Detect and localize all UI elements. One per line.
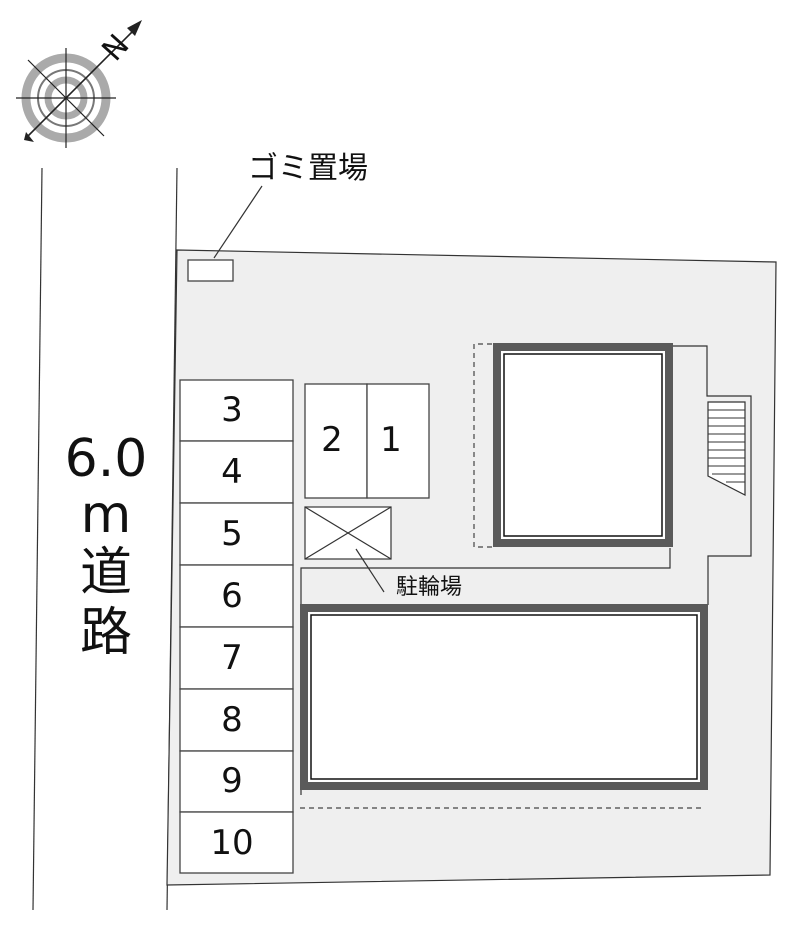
internal-boundary (300, 548, 671, 605)
building-upper (473, 343, 673, 548)
compass-rose-icon (16, 20, 142, 148)
parking-slot-4 (179, 440, 294, 504)
parking-slot-label: 2 (321, 420, 343, 460)
parking-slot-label: 4 (221, 452, 243, 492)
parking-slot-10 (179, 811, 294, 874)
stairs-steps (708, 409, 745, 483)
bicycle-leader-line (355, 548, 385, 593)
parking-slot-label: 7 (221, 638, 243, 678)
building-upper-footprint (493, 343, 673, 547)
parking-slot-2 (304, 383, 368, 499)
parking-slot-1 (366, 383, 430, 499)
building-lower-inner (310, 614, 698, 780)
garbage-area (187, 259, 234, 282)
parking-slot-label: 3 (221, 390, 243, 430)
parking-block-top: 2 1 (304, 383, 430, 499)
road-name-char-1: 道 (80, 543, 132, 603)
parking-slot-label: 10 (210, 823, 253, 863)
garbage-label: ゴミ置場 (248, 151, 368, 186)
parking-slot-label: 8 (221, 700, 243, 740)
parking-slot-8 (179, 688, 294, 752)
building-lower-footprint (300, 604, 708, 790)
stairs-icon (707, 401, 746, 496)
road-edge-left (32, 167, 43, 911)
parking-slot-7 (179, 626, 294, 690)
building-lower (300, 604, 708, 809)
parking-slot-label: 5 (221, 514, 243, 554)
building-upper-dashed-edge (473, 343, 492, 548)
parking-slot-label: 9 (221, 761, 243, 801)
parking-slot-label: 6 (221, 576, 243, 616)
road-unit-label: m (81, 485, 132, 545)
road-label: 6.0 m 道 路 (65, 429, 148, 663)
parking-slot-5 (179, 502, 294, 566)
parking-slot-3 (179, 379, 294, 442)
parking-slot-6 (179, 564, 294, 628)
road-width-label: 6.0 (65, 429, 148, 489)
parking-column-left: 3 4 5 6 7 8 9 10 (179, 379, 294, 874)
internal-boundary (673, 345, 752, 605)
building-upper-inner (503, 353, 663, 537)
bicycle-area-cross (304, 506, 392, 560)
parking-slot-label: 1 (380, 420, 402, 460)
road-name-char-2: 路 (80, 603, 132, 663)
garbage-leader-line (213, 185, 263, 259)
bicycle-label: 駐輪場 (396, 575, 462, 600)
